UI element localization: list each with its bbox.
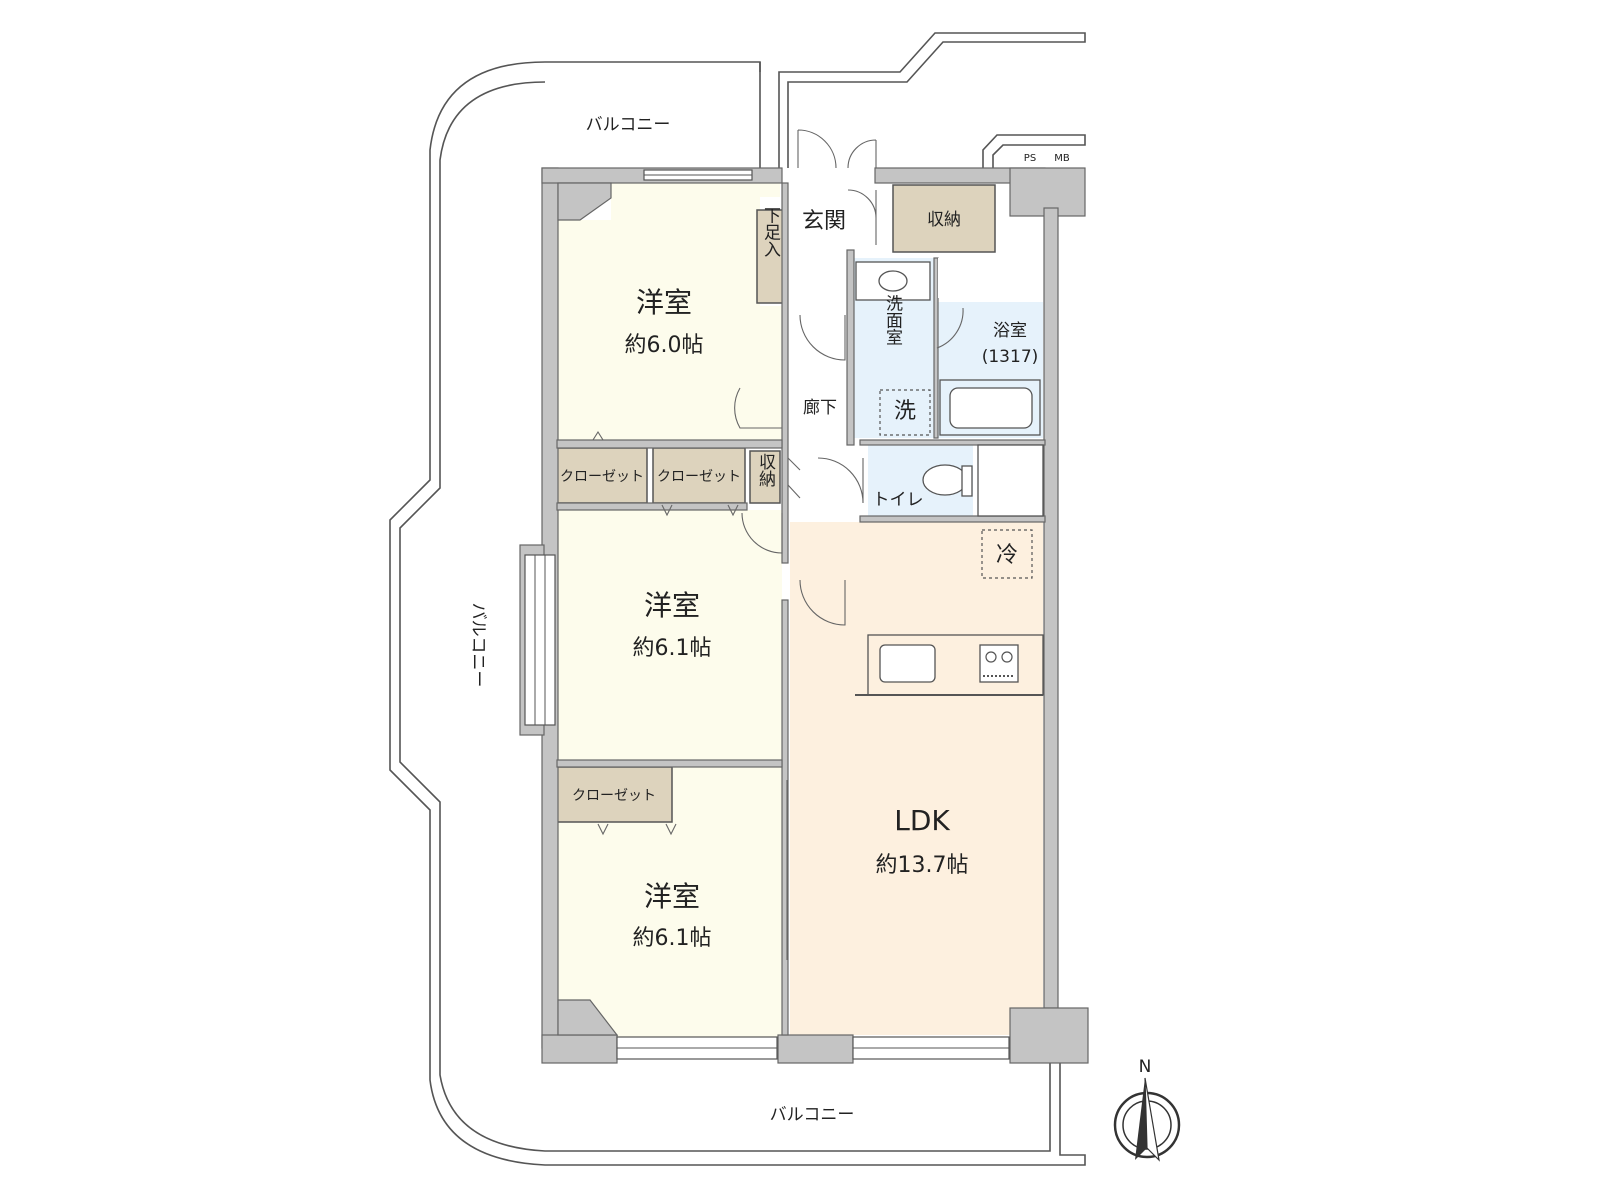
storage-entrance — [892, 184, 996, 253]
room1-name: 洋室 — [636, 286, 692, 319]
storage-boxes — [556, 184, 996, 823]
storage-hall-label: 収納 — [755, 453, 776, 488]
north-label: N — [1139, 1057, 1152, 1077]
entrance-label: 玄関 — [802, 209, 846, 234]
room2-name: 洋室 — [644, 589, 700, 622]
basin-icon — [855, 261, 931, 301]
bath-size-label: (1317) — [982, 347, 1039, 367]
fixtures — [855, 258, 1044, 696]
room3-name: 洋室 — [644, 880, 700, 913]
labels: バルコニー バルコニー バルコニー 玄関 収納 下足入 PS MB 洋室 約6.… — [468, 115, 1070, 1125]
ldk-size: 約13.7帖 — [876, 853, 969, 878]
room3-size: 約6.1帖 — [633, 926, 712, 951]
stove-icon — [979, 644, 1019, 683]
door-swing-icon — [592, 129, 964, 960]
closet-a — [556, 447, 648, 504]
hallway-label: 廊下 — [803, 398, 837, 418]
room-fills — [557, 183, 1043, 1037]
balcony-outline — [389, 32, 1086, 1166]
bedroom-1-floor — [557, 183, 782, 440]
toilet-label: トイレ — [873, 490, 924, 510]
closet-a-label: クローゼット — [560, 469, 644, 485]
closet-c-label: クローゼット — [572, 788, 656, 804]
room2-size: 約6.1帖 — [633, 636, 712, 661]
ldk-name: LDK — [894, 804, 950, 837]
shoe-box — [756, 209, 785, 304]
windows — [524, 169, 1010, 1060]
bath-label: 浴室 — [993, 321, 1027, 341]
washer-label: 洗 — [894, 399, 916, 424]
shoe-box-label: 下足入 — [760, 207, 781, 258]
balcony-left-label: バルコニー — [468, 603, 488, 688]
compass-icon: N — [1113, 1057, 1181, 1162]
mb-label: MB — [1054, 153, 1070, 164]
sink-icon — [879, 644, 936, 683]
ps-label: PS — [1024, 153, 1036, 164]
closet-b-label: クローゼット — [657, 469, 741, 485]
ldk-floor — [790, 522, 1043, 1035]
bathtub-icon — [939, 379, 1041, 436]
washroom-label: 洗面室 — [882, 294, 903, 345]
storage-hall — [749, 450, 781, 504]
fridge-label: 冷 — [996, 543, 1018, 568]
room1-size: 約6.0帖 — [625, 333, 704, 358]
bedroom-2-floor — [557, 510, 782, 760]
toilet-icon — [922, 464, 973, 497]
balcony-top-label: バルコニー — [586, 115, 671, 135]
balcony-bottom-label: バルコニー — [770, 1105, 855, 1125]
storage-entrance-label: 収納 — [927, 210, 961, 230]
